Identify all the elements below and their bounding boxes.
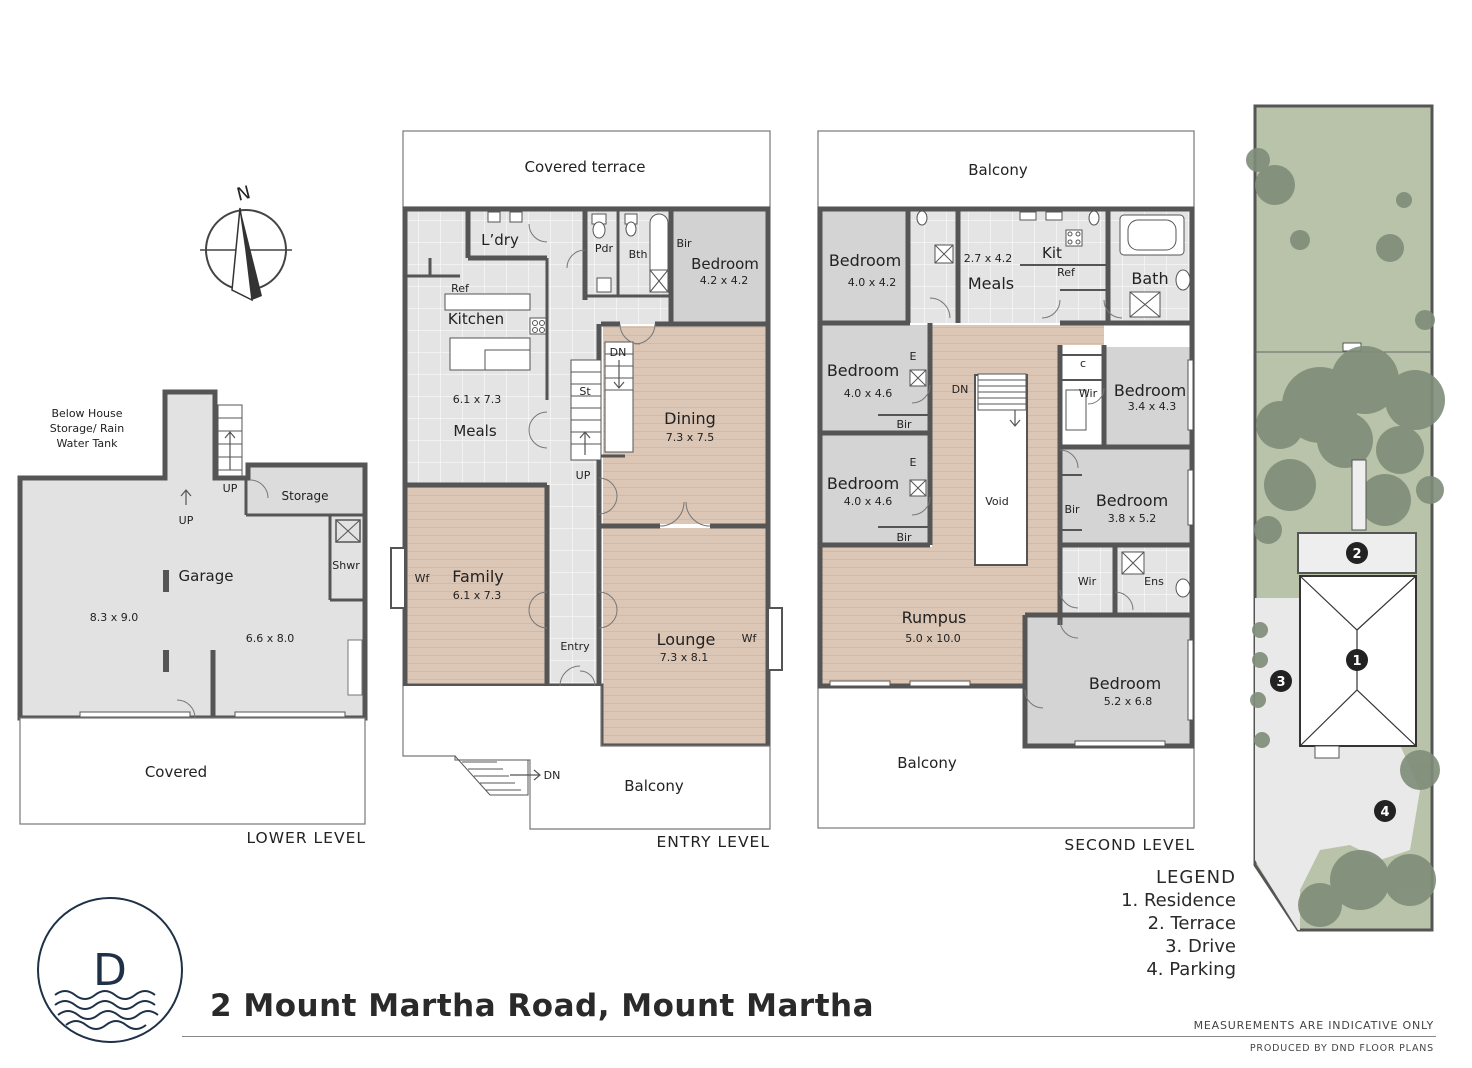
second-stair-down-label: DN — [952, 383, 969, 396]
second-bedroom-1-label: Bedroom — [829, 251, 901, 270]
dining-label: Dining — [664, 409, 716, 428]
lower-up-label-2: UP — [179, 514, 194, 527]
cupboard-label: c — [1080, 357, 1086, 370]
lower-level-plan: Below House Storage/ Rain Water Tank UP … — [17, 389, 368, 847]
bathroom-label: Bth — [629, 248, 648, 261]
measurements-note: MEASUREMENTS ARE INDICATIVE ONLY — [1193, 1019, 1434, 1032]
second-bedroom-2-label: Bedroom — [827, 361, 899, 380]
entry-bedroom-label: Bedroom — [691, 255, 759, 273]
svg-text:4: 4 — [1380, 805, 1389, 820]
second-bedroom-4-dim: 4.0 x 4.6 — [844, 495, 893, 508]
stair-down-label: DN — [610, 346, 627, 359]
storage-label: Storage — [282, 489, 329, 503]
dining-dim: 7.3 x 7.5 — [666, 431, 715, 444]
second-bedroom-3-dim: 3.4 x 4.3 — [1128, 400, 1177, 413]
second-level-plan: Balcony — [817, 130, 1195, 854]
second-bir-1-label: Bir — [896, 418, 912, 431]
storage-note-line-3: Water Tank — [57, 437, 119, 450]
store-label: St — [579, 385, 591, 398]
family-label: Family — [452, 567, 503, 586]
second-meals-label: Meals — [968, 274, 1014, 293]
family-dim: 6.1 x 7.3 — [453, 589, 502, 602]
second-bedroom-4-label: Bedroom — [827, 474, 899, 493]
lounge-dim: 7.3 x 8.1 — [660, 651, 709, 664]
second-wir-2-label: Wir — [1078, 575, 1097, 588]
powder-room-label: Pdr — [595, 242, 614, 255]
ensuite-label-2: E — [910, 456, 917, 469]
entry-level-plan: Covered terrace — [390, 130, 783, 851]
lower-level-title: LOWER LEVEL — [246, 829, 366, 847]
entry-label: Entry — [560, 640, 590, 653]
second-bath-label: Bath — [1131, 269, 1168, 288]
svg-text:2: 2 — [1352, 547, 1361, 562]
svg-text:1: 1 — [1352, 654, 1361, 669]
second-bedroom-3-label: Bedroom — [1114, 381, 1186, 400]
covered-label: Covered — [145, 763, 207, 781]
rumpus-dim: 5.0 x 10.0 — [905, 632, 961, 645]
svg-text:3: 3 — [1276, 675, 1285, 690]
storage-note-line-1: Below House — [51, 407, 122, 420]
second-bir-2-label: Bir — [896, 531, 912, 544]
laundry-label: L’dry — [481, 231, 519, 249]
built-in-robe-label: Bir — [676, 237, 692, 250]
second-bir-3-label: Bir — [1064, 503, 1080, 516]
second-bedroom-6-dim: 5.2 x 6.8 — [1104, 695, 1153, 708]
entry-bedroom-dim: 4.2 x 4.2 — [700, 274, 749, 287]
footer-divider — [182, 1036, 1436, 1037]
property-address: 2 Mount Martha Road, Mount Martha — [210, 988, 875, 1024]
second-kitchen-label: Kit — [1042, 244, 1062, 262]
site-plan: 1 2 3 4 — [1246, 104, 1445, 932]
lower-up-label-1: UP — [223, 482, 238, 495]
legend: LEGEND 1. Residence 2. Terrace 3. Drive … — [1121, 866, 1236, 981]
entry-balcony-stair-label: DN — [544, 769, 561, 782]
second-meals-dim: 2.7 x 4.2 — [964, 252, 1013, 265]
fridge-label: Ref — [451, 282, 470, 295]
site-marker-4: 4 — [1374, 800, 1396, 822]
second-wir-1-label: Wir — [1079, 387, 1098, 400]
second-bedroom-1-dim: 4.0 x 4.2 — [848, 276, 897, 289]
meals-dim: 6.1 x 7.3 — [453, 393, 502, 406]
stair-up-label: UP — [576, 469, 591, 482]
company-logo: D — [37, 897, 183, 1043]
site-marker-2: 2 — [1346, 542, 1368, 564]
second-bedroom-5-dim: 3.8 x 5.2 — [1108, 512, 1157, 525]
second-bedroom-5-label: Bedroom — [1096, 491, 1168, 510]
site-marker-3: 3 — [1270, 670, 1292, 692]
garage-dim-1: 8.3 x 9.0 — [90, 611, 139, 624]
second-fridge-label: Ref — [1057, 266, 1076, 279]
garage-label: Garage — [179, 567, 234, 585]
produced-by-note: PRODUCED BY DND FLOOR PLANS — [1249, 1043, 1434, 1054]
second-bedroom-6-label: Bedroom — [1089, 674, 1161, 693]
void-label: Void — [985, 495, 1008, 508]
storage-note-line-2: Storage/ Rain — [50, 422, 124, 435]
ensuite-label-1: E — [910, 350, 917, 363]
ensuite-label-3: Ens — [1144, 575, 1164, 588]
covered-terrace-label: Covered terrace — [525, 158, 646, 176]
lounge-label: Lounge — [657, 630, 716, 649]
garage-dim-2: 6.6 x 8.0 — [246, 632, 295, 645]
logo-letter: D — [93, 945, 127, 996]
meals-label: Meals — [453, 422, 497, 440]
shower-label: Shwr — [332, 559, 360, 572]
entry-level-title: ENTRY LEVEL — [657, 833, 771, 851]
second-level-title: SECOND LEVEL — [1064, 836, 1195, 854]
wood-fire-label-2: Wf — [742, 632, 758, 645]
legend-item: 4. Parking — [1146, 959, 1236, 980]
legend-title: LEGEND — [1155, 867, 1236, 888]
compass-icon: N — [200, 182, 292, 302]
legend-item: 3. Drive — [1165, 936, 1236, 957]
kitchen-label: Kitchen — [448, 310, 504, 328]
legend-item: 1. Residence — [1121, 890, 1236, 911]
second-balcony-top-label: Balcony — [968, 161, 1028, 179]
compass-north-label: N — [235, 182, 253, 206]
second-balcony-bottom-label: Balcony — [897, 754, 957, 772]
second-bedroom-2-dim: 4.0 x 4.6 — [844, 387, 893, 400]
legend-item: 2. Terrace — [1147, 913, 1236, 934]
site-marker-1: 1 — [1346, 649, 1368, 671]
wood-fire-label-1: Wf — [415, 572, 431, 585]
entry-balcony-label: Balcony — [624, 777, 684, 795]
rumpus-label: Rumpus — [902, 608, 967, 627]
